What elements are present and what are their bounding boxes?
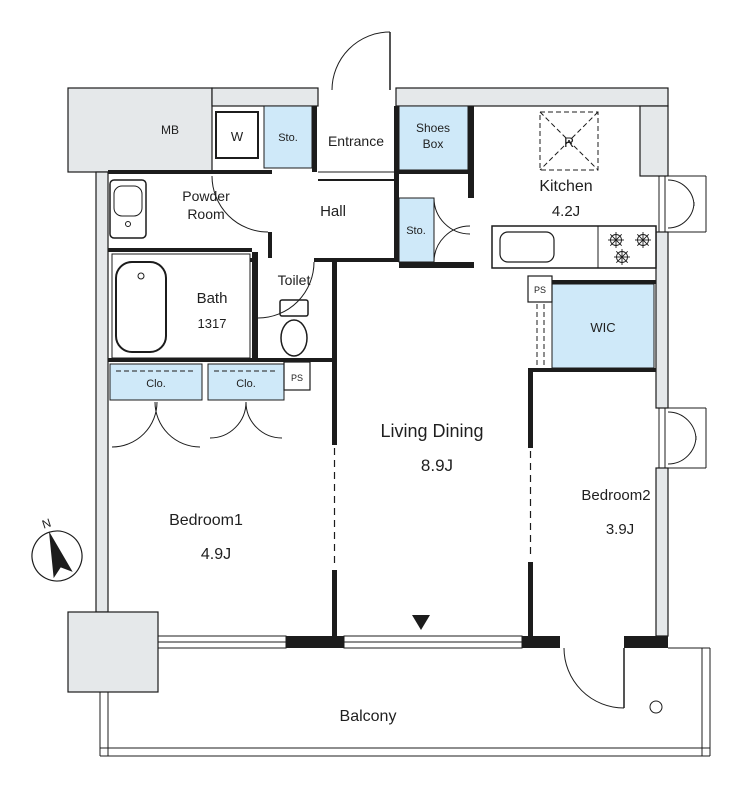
storage1-label: Sto. bbox=[278, 132, 298, 144]
washbasin-icon bbox=[109, 179, 147, 239]
living-dining-label: Living Dining bbox=[380, 421, 483, 441]
toilet-icon bbox=[279, 299, 309, 357]
pipe-space1-box bbox=[283, 361, 311, 391]
wic-label: WIC bbox=[590, 320, 615, 335]
closet2-doors bbox=[209, 401, 283, 439]
pipe-space2-label: PS bbox=[534, 285, 546, 295]
bath-label: Bath bbox=[197, 290, 228, 307]
room-labels: MB W Sto. Entrance Shoes Box R Kitchen 4… bbox=[146, 121, 650, 725]
balcony-label: Balcony bbox=[340, 708, 397, 725]
toilet-label: Toilet bbox=[278, 272, 311, 288]
window-right-1 bbox=[656, 175, 707, 233]
closet1-area bbox=[109, 363, 203, 401]
hall-double-door bbox=[433, 197, 471, 263]
compass-icon: N bbox=[31, 516, 83, 582]
bedroom1-size-label: 4.9J bbox=[201, 546, 231, 563]
bathtub-icon bbox=[111, 253, 251, 359]
closet2-label: Clo. bbox=[236, 378, 256, 390]
entrance-door bbox=[331, 31, 391, 91]
window-living bbox=[343, 635, 523, 649]
bedroom2-label: Bedroom2 bbox=[581, 487, 650, 504]
wic-area bbox=[551, 283, 655, 369]
bedroom2-size-label: 3.9J bbox=[606, 521, 634, 538]
walls bbox=[108, 106, 668, 648]
fridge-label: R bbox=[564, 134, 574, 150]
shoes-box-label-line2: Box bbox=[423, 137, 444, 151]
closet1-doors bbox=[111, 401, 201, 448]
kitchen-size-label: 4.2J bbox=[552, 203, 580, 220]
pipe-space2-box bbox=[527, 275, 553, 303]
mb-label: MB bbox=[161, 123, 179, 137]
powder-room-door bbox=[211, 175, 269, 233]
pipe-space1-label: PS bbox=[291, 373, 303, 383]
fixtures bbox=[109, 111, 657, 359]
hall-label: Hall bbox=[320, 203, 346, 220]
balcony-drain-icon bbox=[649, 700, 663, 714]
storage2-label: Sto. bbox=[406, 225, 426, 237]
kitchen-counter bbox=[491, 225, 657, 269]
entrance-step bbox=[318, 171, 396, 181]
storage1-area bbox=[263, 105, 313, 169]
shoes-box-label-line1: Shoes bbox=[416, 121, 450, 135]
bedroom1-label: Bedroom1 bbox=[169, 512, 243, 529]
closet1-label: Clo. bbox=[146, 378, 166, 390]
washer-box bbox=[215, 111, 259, 159]
powder-room-label-line2: Room bbox=[187, 206, 224, 222]
windows bbox=[157, 175, 707, 649]
window-right-2 bbox=[656, 407, 707, 469]
shoes-box-area bbox=[398, 105, 469, 171]
direction-marker-icon bbox=[412, 615, 430, 630]
balcony-railing bbox=[99, 647, 711, 757]
entrance-label: Entrance bbox=[328, 133, 384, 149]
sink-icon bbox=[499, 231, 555, 263]
storage-areas bbox=[109, 105, 655, 401]
kitchen-label: Kitchen bbox=[539, 178, 592, 195]
door-swings bbox=[111, 31, 625, 709]
living-dining-size-label: 8.9J bbox=[421, 456, 453, 475]
bedroom2-balcony-door bbox=[563, 647, 625, 709]
structural-columns bbox=[67, 87, 669, 693]
service-boxes bbox=[215, 111, 553, 391]
compass-north-label: N bbox=[40, 516, 53, 532]
bath-size-label: 1317 bbox=[198, 316, 227, 331]
window-bedroom1 bbox=[157, 635, 287, 649]
powder-room-label-line1: Powder bbox=[182, 188, 230, 204]
wic-folding-door bbox=[536, 304, 545, 366]
washer-label: W bbox=[231, 129, 244, 144]
storage2-area bbox=[398, 197, 435, 263]
closet2-area bbox=[207, 363, 285, 401]
fridge-icon bbox=[539, 111, 599, 171]
toilet-door bbox=[257, 261, 315, 319]
